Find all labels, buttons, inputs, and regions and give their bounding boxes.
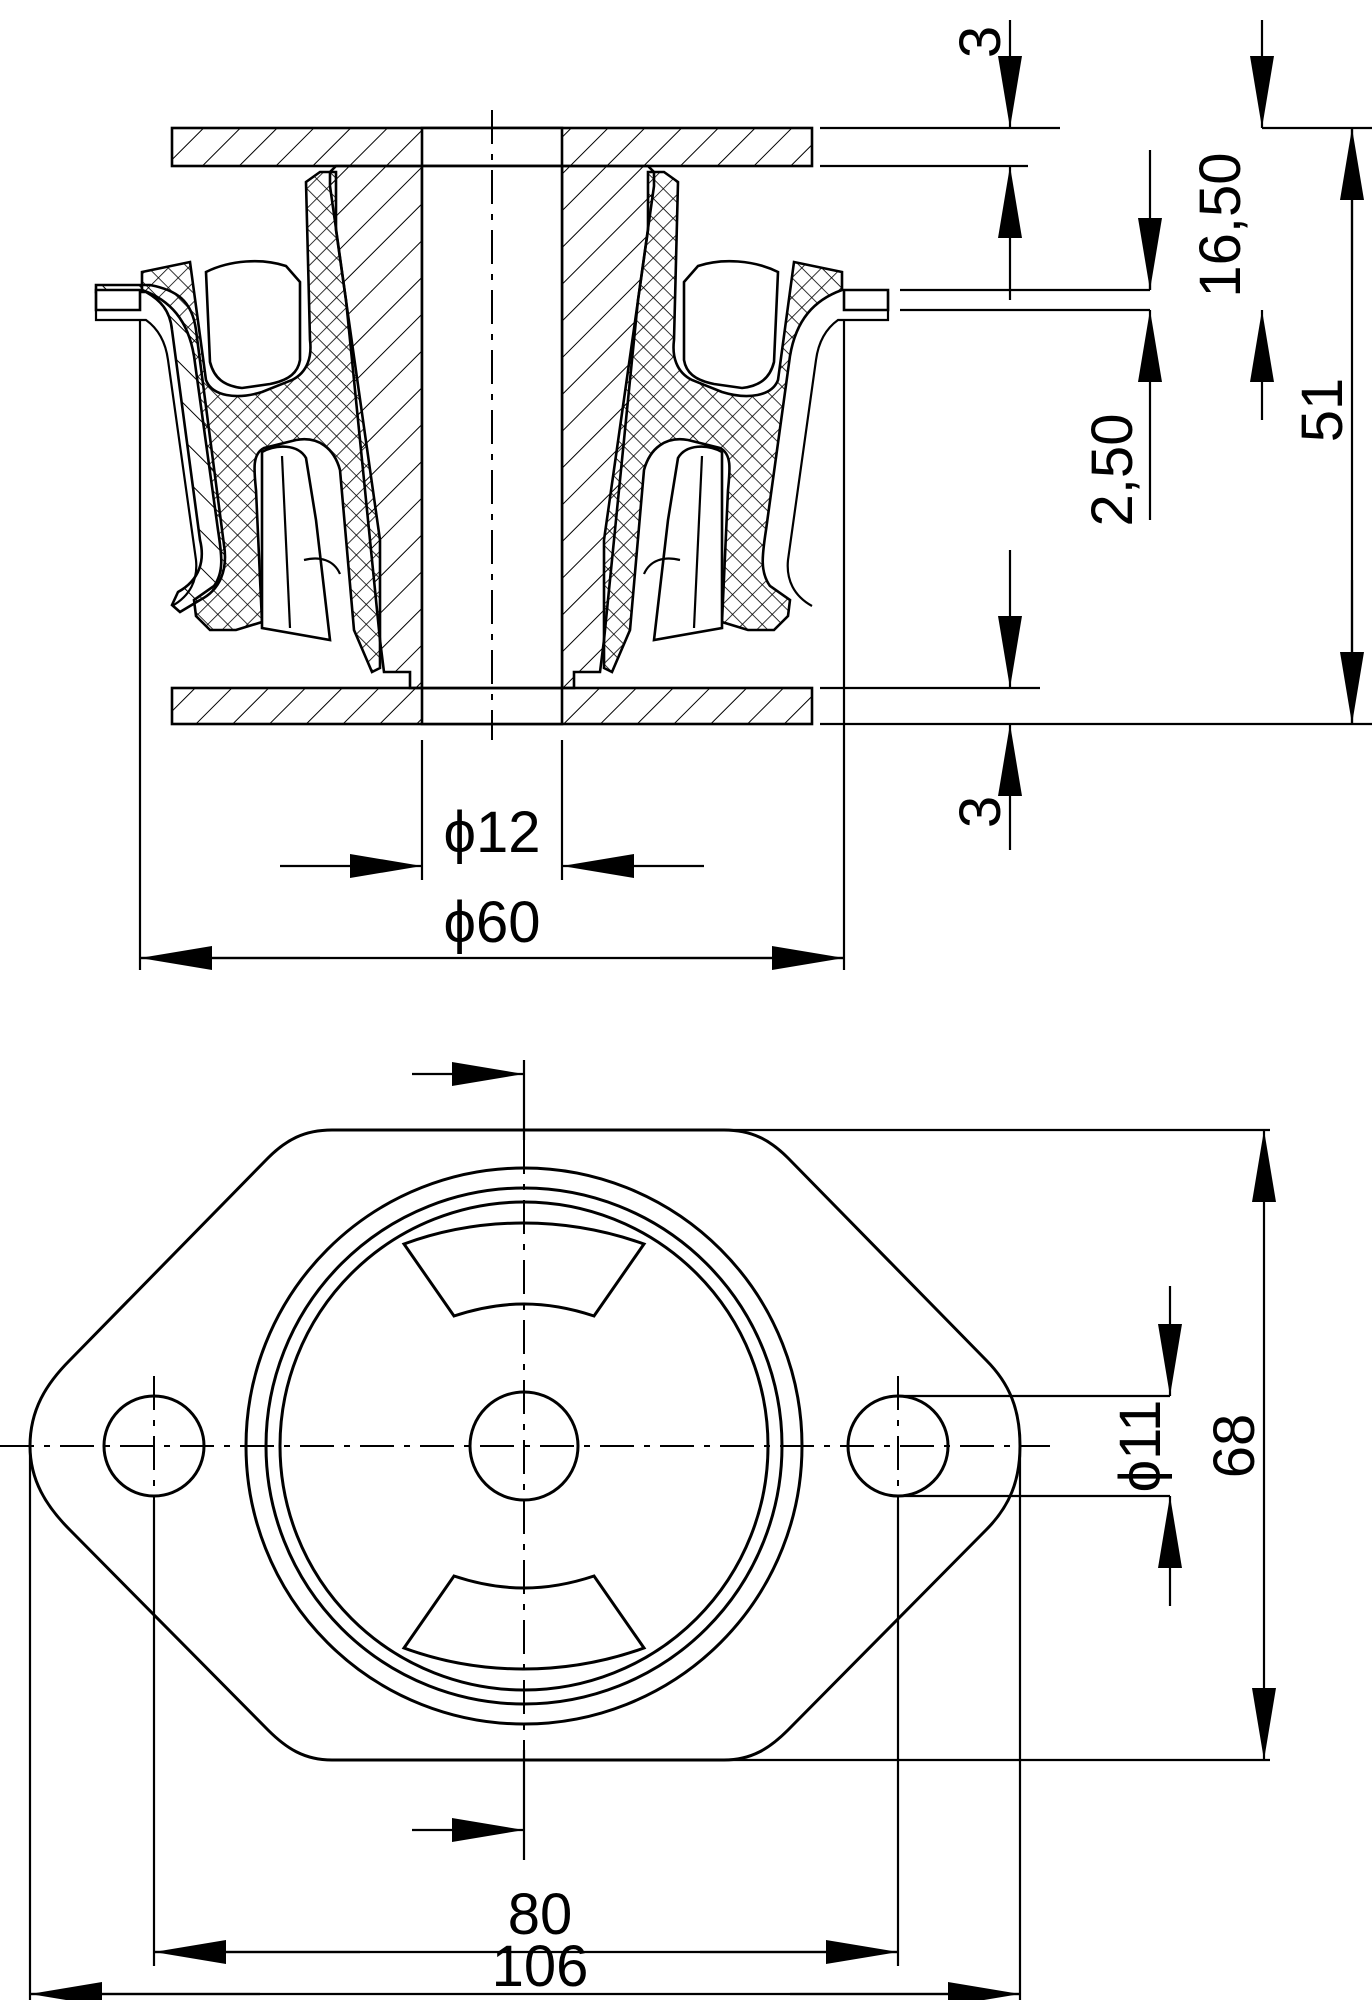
window-top [401,1221,647,1318]
dim-hole-diameter: ϕ11 [1108,1400,1173,1493]
dim-upper-height: 16,50 [1188,152,1253,297]
rubber-right [602,170,844,674]
window-bottom [401,1574,647,1671]
dim-flange: 2,50 [1080,414,1145,527]
dim-overall-length: 106 [492,1934,589,1999]
dim-total-height: 51 [1290,378,1355,443]
dim-width: 68 [1202,1414,1267,1479]
dim-plate-top: 3 [948,26,1013,58]
dim-hole-spacing: 80 [508,1882,573,1947]
rubber-left [140,170,382,674]
dim-bore-diameter: ϕ12 [444,800,541,865]
dim-body-diameter: ϕ60 [444,890,541,955]
base-flange-outline [28,1128,1022,1762]
dim-plate-bottom: 3 [948,796,1013,828]
plan-view: ϕ11 68 80 106 [0,1060,1276,2000]
side-section-view: 3 16,50 2,50 51 3 ϕ12 ϕ60 [94,20,1372,970]
